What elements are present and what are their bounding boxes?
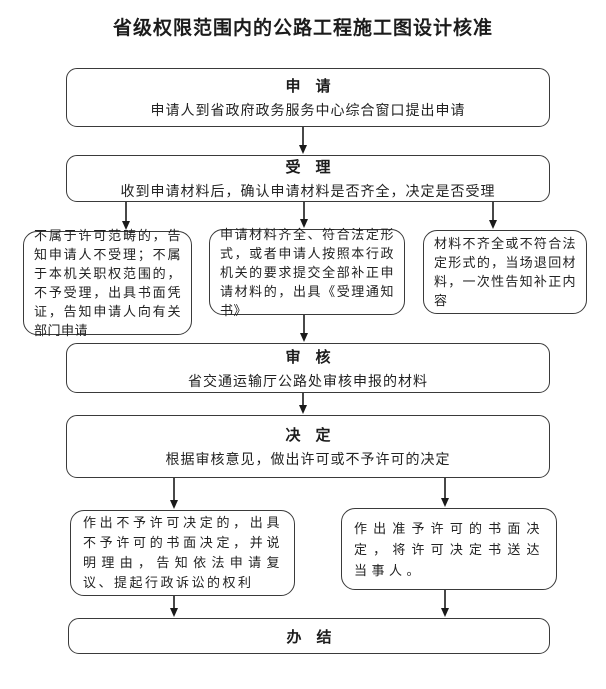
node-accept-body: 收到申请材料后，确认申请材料是否齐全，决定是否受理	[120, 183, 496, 199]
node-not-in-scope: 不属于许可范畴的，告知申请人不受理；不属于本机关职权范围的，不予受理，出具书面凭…	[23, 228, 192, 338]
node-deny-body: 作出不予许可决定的，出具不予许可的书面决定，并说明理由，告知依法申请复议、提起行…	[83, 515, 282, 590]
node-apply-body: 申请人到省政府政务服务中心综合窗口提出申请	[150, 102, 466, 118]
page-title: 省级权限范围内的公路工程施工图设计核准	[112, 18, 493, 39]
node-apply-title: 申 请	[285, 78, 331, 95]
node-grant-body: 作出准予许可的书面决定，将许可决定书送达当事人。	[354, 520, 544, 578]
node-grant: 作出准予许可的书面决定，将许可决定书送达当事人。	[341, 508, 557, 590]
node-incomplete: 材料不齐全或不符合法定形式的，当场退回材料，一次性告知补正内容	[423, 230, 587, 314]
arrow-decide-to-grant	[441, 478, 449, 507]
node-done: 办 结	[68, 618, 550, 654]
node-complete-body: 申请材料齐全、符合法定形式，或者申请人按照本行政机关的要求提交全部补正申请材料的…	[220, 226, 394, 318]
node-decide-body: 根据审核意见，做出许可或不予许可的决定	[165, 451, 451, 467]
arrow-decide-to-deny	[170, 478, 178, 509]
arrow-grant-to-done	[441, 590, 449, 617]
node-incomplete-body: 材料不齐全或不符合法定形式的，当场退回材料，一次性告知补正内容	[434, 236, 576, 308]
node-deny: 作出不予许可决定的，出具不予许可的书面决定，并说明理由，告知依法申请复议、提起行…	[70, 510, 295, 596]
node-done-title: 办 结	[286, 628, 332, 646]
node-review: 审 核 省交通运输厅公路处审核申报的材料	[66, 343, 550, 393]
arrow-deny-to-done	[170, 596, 178, 617]
arrow-apply-to-accept	[299, 127, 307, 154]
node-review-title: 审 核	[285, 348, 331, 366]
node-not-in-scope-body: 不属于许可范畴的，告知申请人不受理；不属于本机关职权范围的，不予受理，出具书面凭…	[34, 228, 181, 338]
arrow-review-to-decide	[299, 393, 307, 414]
node-accept-title: 受 理	[285, 159, 331, 176]
node-complete: 申请材料齐全、符合法定形式，或者申请人按照本行政机关的要求提交全部补正申请材料的…	[209, 227, 405, 318]
node-review-body: 省交通运输厅公路处审核申报的材料	[188, 372, 428, 389]
arrow-accept-to-incomplete	[489, 202, 497, 229]
node-decide: 决 定 根据审核意见，做出许可或不予许可的决定	[66, 415, 550, 478]
node-accept: 受 理 收到申请材料后，确认申请材料是否齐全，决定是否受理	[66, 155, 550, 202]
node-apply: 申 请 申请人到省政府政务服务中心综合窗口提出申请	[66, 68, 550, 127]
node-decide-title: 决 定	[285, 427, 331, 444]
